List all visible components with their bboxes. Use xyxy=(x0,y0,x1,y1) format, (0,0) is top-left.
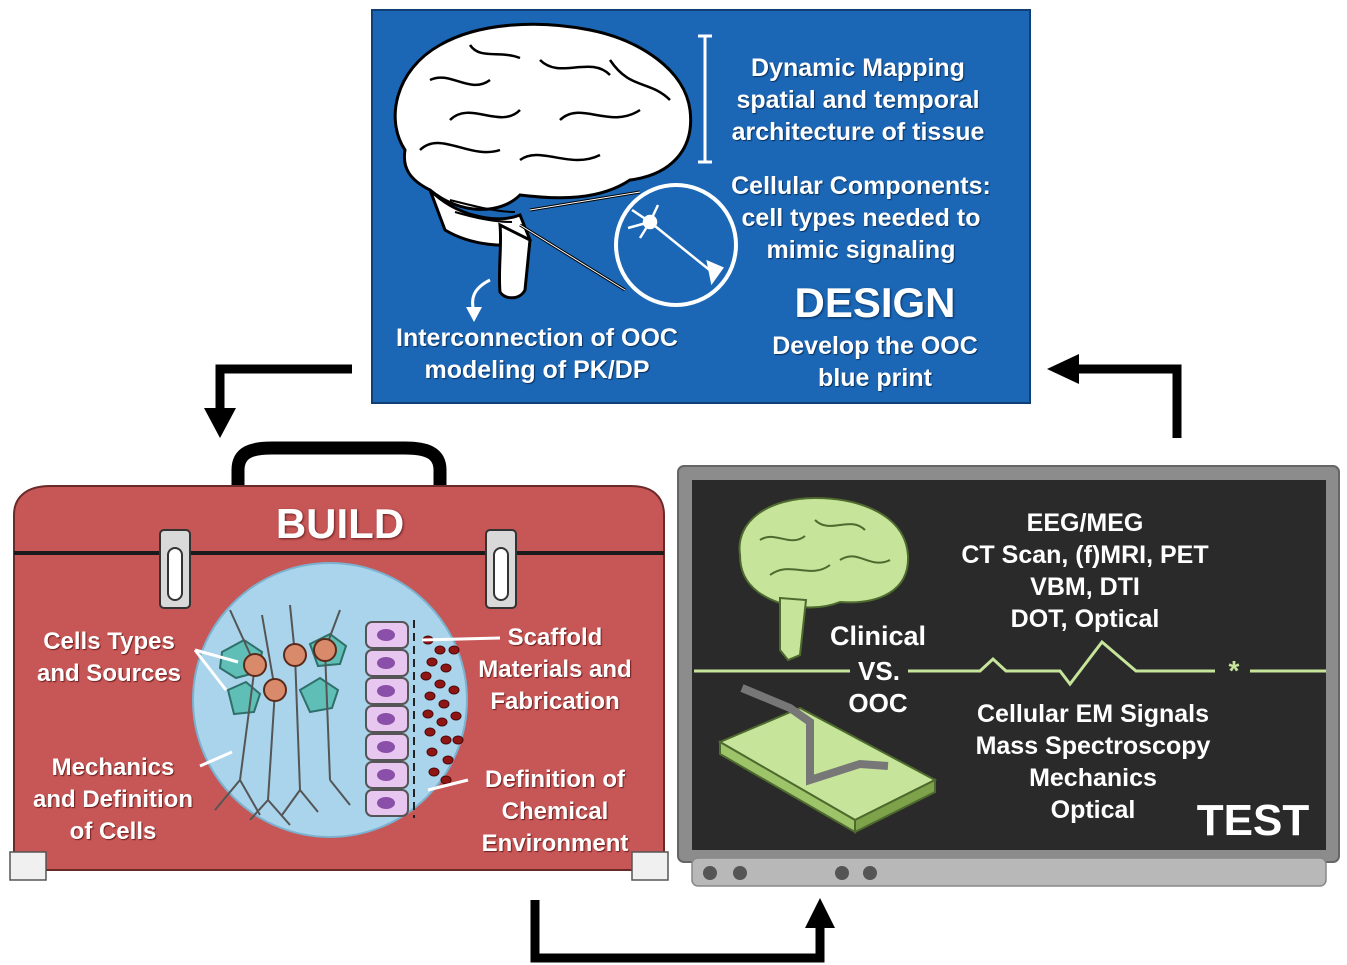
cellular-components-line: mimic signaling xyxy=(766,236,956,264)
build-cell-circle xyxy=(192,562,501,838)
test-chip-icon xyxy=(717,684,938,834)
neuron-cells xyxy=(214,604,351,826)
ooc-method-line: Cellular EM Signals xyxy=(976,700,1209,728)
cellular-components-line: Cellular Components: xyxy=(731,172,991,200)
design-title: DESIGN xyxy=(794,279,956,326)
test-clinical-label: Clinical xyxy=(829,621,927,651)
design-dynamic-mapping: Dynamic Mapping spatial and temporal arc… xyxy=(728,52,988,148)
build-title: BUILD xyxy=(275,500,405,547)
test-title: TEST xyxy=(1196,796,1310,845)
chemical-line: Chemical xyxy=(501,798,609,825)
test-ooc-methods: Cellular EM Signals Mass Spectroscopy Me… xyxy=(950,698,1236,826)
design-curved-arrow xyxy=(466,278,491,322)
mechanics-line: and Definition xyxy=(33,786,193,813)
test-vs-label: VS. xyxy=(858,656,900,686)
test-signal-line xyxy=(694,639,1326,687)
toolbox-foot-right xyxy=(631,851,669,881)
build-scaffold: Scaffold Materials and Fabrication xyxy=(466,622,644,718)
scaffold-line: Fabrication xyxy=(490,688,620,715)
toolbox-latch-left xyxy=(159,529,191,609)
clinical-method-line: VBM, DTI xyxy=(1030,573,1140,601)
interconnection-line: modeling of PK/DP xyxy=(424,356,650,384)
test-clinical-methods: EEG/MEG CT Scan, (f)MRI, PET VBM, DTI DO… xyxy=(940,507,1230,635)
dynamic-mapping-line: Dynamic Mapping xyxy=(751,54,965,82)
test-signal-marker: * xyxy=(1228,655,1240,686)
chemical-line: Definition of xyxy=(485,766,625,793)
clinical-method-line: CT Scan, (f)MRI, PET xyxy=(961,541,1209,569)
monitor-buttons xyxy=(703,866,877,880)
ooc-method-line: Mechanics xyxy=(1029,764,1157,792)
arrow-build-to-test xyxy=(530,898,835,963)
scaffold-line: Scaffold xyxy=(507,624,603,651)
test-ooc-label: OOC xyxy=(848,688,908,718)
dynamic-mapping-line: spatial and temporal xyxy=(736,86,980,114)
build-chemical: Definition of Chemical Environment xyxy=(466,764,644,860)
build-pointer-lines xyxy=(193,636,501,792)
design-bracket xyxy=(698,34,712,164)
design-subtitle-line: Develop the OOC xyxy=(772,332,978,360)
design-cellular-components: Cellular Components: cell types needed t… xyxy=(720,170,1002,266)
clinical-method-line: EEG/MEG xyxy=(1026,509,1144,537)
ooc-method-line: Optical xyxy=(1050,796,1136,824)
test-monitor-base xyxy=(691,857,1327,887)
cellular-components-line: cell types needed to xyxy=(741,204,981,232)
design-zoom-callout xyxy=(519,183,738,307)
toolbox-handle xyxy=(231,441,447,488)
cells-types-line: Cells Types xyxy=(43,628,175,655)
test-brain-icon xyxy=(738,496,910,662)
dynamic-mapping-line: architecture of tissue xyxy=(731,118,985,146)
arrow-test-to-design xyxy=(1047,354,1182,438)
cells-types-line: and Sources xyxy=(36,660,182,687)
build-mechanics: Mechanics and Definition of Cells xyxy=(22,752,204,848)
neuron-somas xyxy=(243,638,337,702)
epithelial-nuclei xyxy=(377,629,395,809)
design-brain-illustration xyxy=(393,22,693,300)
design-subtitle: Develop the OOC blue print xyxy=(758,330,992,394)
chemical-line: Environment xyxy=(481,830,629,857)
clinical-method-line: DOT, Optical xyxy=(1010,605,1160,633)
scaffold-line: Materials and xyxy=(478,656,632,683)
build-cells-types: Cells Types and Sources xyxy=(22,626,196,690)
mechanics-line: of Cells xyxy=(69,818,157,845)
design-subtitle-line: blue print xyxy=(818,364,932,392)
ooc-method-line: Mass Spectroscopy xyxy=(975,732,1211,760)
design-interconnection: Interconnection of OOC modeling of PK/DP xyxy=(384,322,690,386)
neuron-icon xyxy=(627,204,724,286)
toolbox-latch-right xyxy=(485,529,517,609)
toolbox-foot-left xyxy=(9,851,47,881)
arrow-design-to-build xyxy=(204,364,352,438)
mechanics-line: Mechanics xyxy=(51,754,175,781)
red-blood-cells xyxy=(420,635,464,785)
interconnection-line: Interconnection of OOC xyxy=(396,324,678,352)
